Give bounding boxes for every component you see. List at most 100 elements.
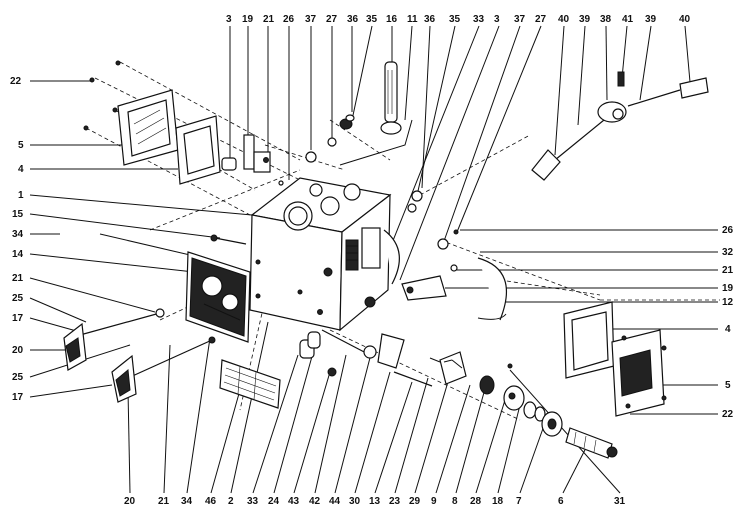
top-bore-inner [288,206,308,226]
label-12: 12 [722,297,734,308]
top-labels: 3 19 21 26 37 27 36 35 16 11 36 35 33 3 … [226,14,691,25]
spindle-nut [606,446,618,458]
shift-stud [210,234,247,245]
label-19: 19 [242,14,254,25]
dial-knob [201,275,223,297]
label-1: 1 [18,190,24,201]
bushing-3 [364,296,376,308]
shaft-24 [321,329,369,355]
gear-train-parts [429,351,618,459]
assembly-dash-lines [85,61,720,421]
label-22: 22 [10,76,22,87]
pin [278,180,284,186]
lower-bushings [299,329,433,387]
bottom-leader-lines [127,321,621,494]
label-21: 21 [722,265,734,276]
screw [115,60,121,66]
pin-26 [453,229,459,235]
label-26: 26 [283,14,295,25]
screw [112,107,118,113]
label-6: 6 [558,496,564,507]
label-40: 40 [558,14,570,25]
right-window-glass [619,349,653,397]
tube-collar [380,121,402,135]
label-4: 4 [18,164,24,175]
label-37: 37 [514,14,526,25]
spindle-6 [565,427,613,459]
screw [83,125,89,131]
label-23: 23 [389,496,401,507]
front-screw [255,259,261,265]
label-36: 36 [347,14,359,25]
label-27: 27 [535,14,547,25]
right-window-gasket [563,301,615,379]
label-8: 8 [452,496,458,507]
label-28: 28 [470,496,482,507]
label-33: 33 [473,14,485,25]
label-30: 30 [349,496,361,507]
screw-31 [507,363,513,369]
label-20: 20 [12,345,24,356]
label-5: 5 [18,140,24,151]
label-11: 11 [407,14,418,25]
side-bore [323,267,333,277]
handle-rod-left [554,119,605,161]
label-9: 9 [431,496,437,507]
lever-tip [208,336,216,344]
label-16: 16 [386,14,398,25]
label-32: 32 [722,247,734,258]
hub-bore [612,108,624,120]
front-screw [317,309,323,315]
vent-grille [219,359,281,409]
right-sight-window [611,329,667,417]
gearbox-housing [249,177,392,332]
label-4: 4 [725,324,731,335]
label-35: 35 [449,14,461,25]
label-43: 43 [288,496,300,507]
label-17: 17 [12,313,24,324]
label-15: 15 [12,209,24,220]
label-2: 2 [228,496,234,507]
lever-grip-lower [115,369,131,397]
bushing-33 [307,331,321,349]
pulley-7-hub [547,418,557,430]
fork-19 [401,275,447,301]
bottom-labels: 20 21 34 46 2 33 24 43 42 44 30 13 23 29… [124,496,626,507]
screw [621,335,627,341]
side-cover-plate [361,227,381,269]
label-7: 7 [516,496,522,507]
label-29: 29 [409,496,421,507]
clip-13 [439,351,467,385]
handle-rod-right [627,89,681,107]
arc-plate [383,229,400,285]
oil-gauge-tube [384,61,398,123]
washer [305,151,317,163]
lever-arm-44 [377,333,405,369]
label-34: 34 [12,229,24,240]
nut-35 [407,203,417,213]
washer-37 [437,238,449,250]
nut-43 [327,367,337,377]
front-screw [255,293,261,299]
label-19: 19 [722,283,734,294]
label-13: 13 [369,496,381,507]
front-dial-plate [185,251,251,343]
shift-fork [243,134,255,170]
label-18: 18 [492,496,504,507]
label-17: 17 [12,392,24,403]
left-leader-lines [29,80,253,398]
shaft-30 [393,371,433,387]
left-labels: 22 5 4 1 15 34 14 21 25 17 20 25 17 [10,76,24,403]
label-25: 25 [12,293,24,304]
label-39: 39 [645,14,657,25]
label-3: 3 [494,14,500,25]
oil-tube [380,61,402,135]
right-labels: 26 32 21 19 12 4 5 22 [722,225,734,420]
label-21: 21 [158,496,170,507]
screw [89,77,95,83]
screw [661,345,667,351]
lever-collar [155,308,165,318]
screw-41 [617,71,625,87]
gasket-inner [183,125,215,175]
bushing [221,157,237,171]
